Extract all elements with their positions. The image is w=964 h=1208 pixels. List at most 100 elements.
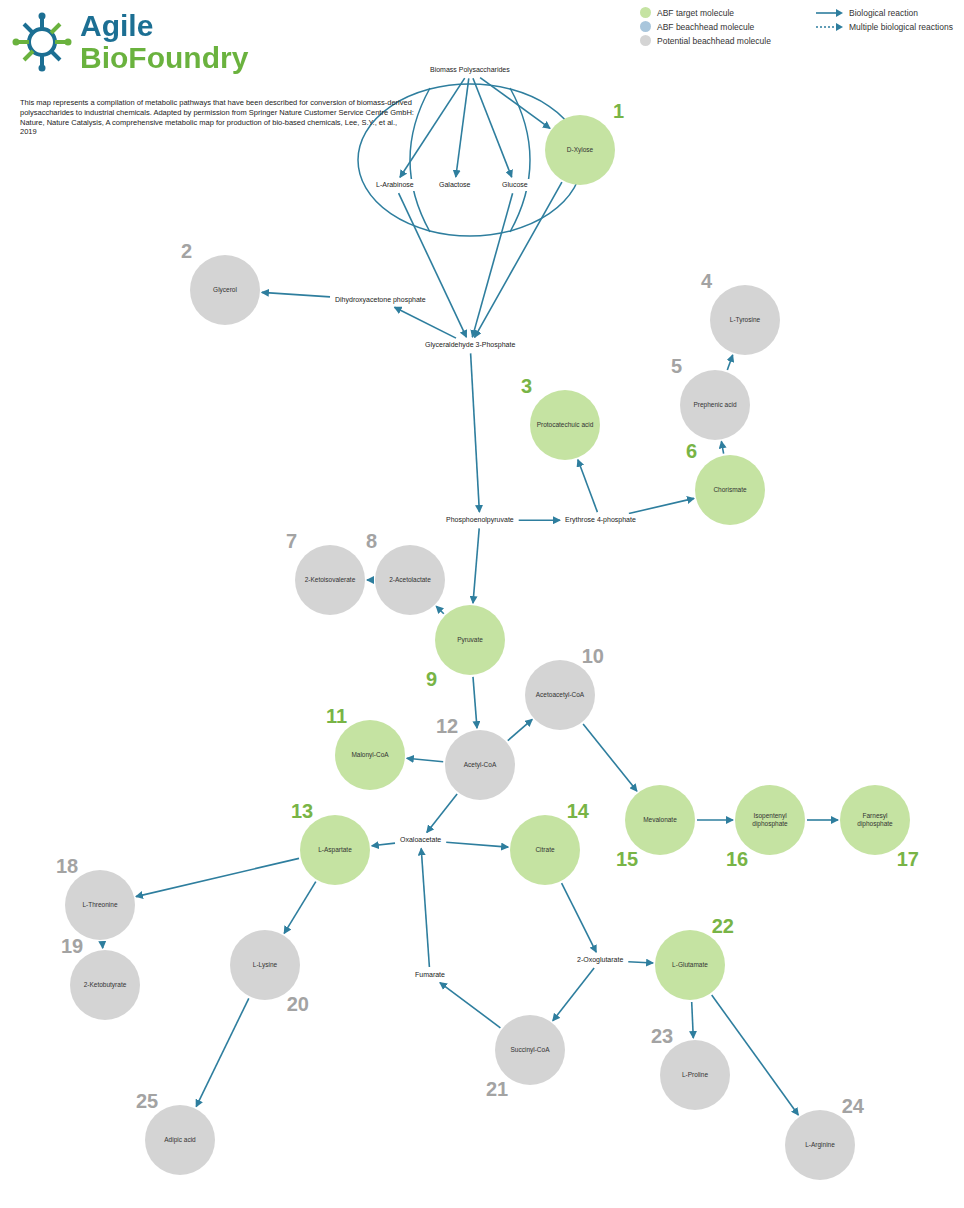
molecule-name: Citrate — [516, 846, 574, 854]
molecule-name: 2-Acetolactate — [381, 576, 439, 584]
legend-row: Multiple biological reactions — [815, 20, 953, 33]
molecule-name: Prephenic acid — [686, 401, 744, 409]
callout-number: 11 — [325, 706, 348, 726]
molecule-name: 2-Ketoisovalerate — [301, 576, 359, 584]
molecule-name: L-Arabinose — [376, 181, 414, 189]
reaction-arrow — [697, 819, 733, 821]
reaction-arrow — [400, 78, 465, 177]
reaction-arrow — [284, 882, 316, 934]
reaction-arrow — [712, 995, 799, 1115]
molecule-name: 2-Ketobutyrate — [76, 981, 134, 989]
legend-text: ABF target molecule — [657, 8, 734, 18]
reaction-arrow — [367, 579, 373, 581]
molecule-label: Phosphoenolpyruvate — [443, 514, 517, 526]
legend-line — [816, 26, 837, 28]
reaction-arrow — [456, 78, 469, 177]
callout-number: 15 — [615, 849, 639, 869]
legend-swatch — [640, 35, 651, 46]
target-molecule-circle: 22L-Glutamate — [655, 930, 725, 1000]
beachhead-molecule-circle: 23L-Proline — [660, 1040, 730, 1110]
molecule-name: Adipic acid — [151, 1136, 209, 1144]
legend-text: ABF beachhead molecule — [657, 22, 754, 32]
reaction-arrow — [407, 758, 443, 761]
callout-number: 19 — [60, 936, 84, 956]
callout-number: 6 — [685, 441, 698, 461]
callout-number: 23 — [650, 1026, 674, 1046]
target-molecule-circle: 16Isopentenyl diphosphate — [735, 785, 805, 855]
reaction-arrow — [473, 677, 477, 728]
reaction-arrow — [473, 78, 512, 177]
reaction-arrow — [553, 968, 594, 1021]
reaction-arrow — [136, 858, 299, 896]
target-molecule-circle: 13L-Aspartate — [300, 815, 370, 885]
reaction-arrow — [196, 998, 249, 1106]
molecule-label: Fumarate — [412, 969, 448, 981]
callout-number: 25 — [135, 1091, 159, 1111]
reaction-arrow — [440, 983, 501, 1028]
beachhead-molecule-circle: 25Adipic acid — [145, 1105, 215, 1175]
molecule-label: Oxaloacetate — [397, 834, 444, 846]
molecule-name: Fumarate — [415, 971, 445, 979]
legend-swatch — [640, 21, 651, 32]
reaction-arrow — [421, 848, 429, 967]
molecule-name: Glyceraldehyde 3-Phosphate — [425, 341, 515, 349]
molecule-name: Acetoacetyl-CoA — [531, 691, 589, 699]
legend-text: Multiple biological reactions — [849, 22, 953, 32]
beachhead-molecule-circle: 18L-Threonine — [65, 870, 135, 940]
legend-line-sample — [815, 8, 843, 18]
molecule-name: Farnesyl diphosphate — [846, 812, 904, 828]
reaction-arrow — [628, 962, 653, 963]
target-molecule-circle: 1D-Xylose — [545, 115, 615, 185]
molecule-name: L-Aspartate — [306, 846, 364, 854]
legend-row: Potential beachhead molecule — [640, 34, 771, 47]
molecule-name: Glucose — [502, 181, 528, 189]
molecule-name: Phosphoenolpyruvate — [446, 516, 514, 524]
molecule-name: Galactose — [439, 181, 471, 189]
callout-number: 14 — [566, 801, 590, 821]
reaction-arrow — [629, 498, 694, 513]
molecule-name: L-Proline — [666, 1071, 724, 1079]
reaction-arrow — [262, 292, 330, 297]
callout-number: 10 — [581, 646, 605, 666]
reaction-arrow — [427, 794, 457, 832]
beachhead-molecule-circle: 2Glycerol — [190, 255, 260, 325]
beachhead-molecule-circle: 5Prephenic acid — [680, 370, 750, 440]
legend: ABF target moleculeABF beachhead molecul… — [640, 6, 960, 66]
target-molecule-circle: 14Citrate — [510, 815, 580, 885]
target-molecule-circle: 17Farnesyl diphosphate — [840, 785, 910, 855]
legend-row: ABF target molecule — [640, 6, 734, 19]
reaction-arrow — [436, 606, 444, 614]
molecule-name: Biomass Polysaccharides — [430, 66, 510, 74]
molecule-name: Chorismate — [701, 486, 759, 494]
title-text: Agile BioFoundry — [80, 10, 260, 75]
callout-number: 17 — [896, 849, 920, 869]
target-molecule-circle: 3Protocatechuic acid — [530, 390, 600, 460]
reaction-arrow — [372, 843, 395, 846]
molecule-name: Mevalonate — [631, 816, 689, 824]
molecule-label: Biomass Polysaccharides — [427, 64, 513, 76]
molecule-label: Dihydroxyacetone phosphate — [332, 294, 429, 306]
reaction-arrow — [727, 355, 732, 370]
beachhead-molecule-circle: 4L-Tyrosine — [710, 285, 780, 355]
molecule-label: L-Arabinose — [373, 179, 417, 191]
reaction-arrow — [692, 1002, 694, 1038]
legend-text: Biological reaction — [849, 8, 918, 18]
reaction-arrow — [475, 182, 562, 337]
reaction-arrow — [562, 883, 597, 952]
beachhead-molecule-circle: 192-Ketobutyrate — [70, 950, 140, 1020]
reaction-arrow — [399, 193, 467, 337]
reaction-arrow — [472, 193, 512, 337]
beachhead-molecule-circle: 72-Ketoisovalerate — [295, 545, 365, 615]
beachhead-molecule-circle: 20L-Lysine — [230, 930, 300, 1000]
reaction-arrow — [578, 460, 598, 512]
molecule-name: L-Lysine — [236, 961, 294, 969]
callout-number: 2 — [180, 241, 193, 261]
molecule-name: Glycerol — [196, 286, 254, 294]
beachhead-molecule-circle: 82-Acetolactate — [375, 545, 445, 615]
callout-number: 1 — [612, 101, 625, 121]
target-molecule-circle: 11Malonyl-CoA — [335, 720, 405, 790]
molecule-name: L-Glutamate — [661, 961, 719, 969]
molecule-name: Protocatechuic acid — [536, 421, 594, 429]
callout-number: 18 — [55, 856, 79, 876]
